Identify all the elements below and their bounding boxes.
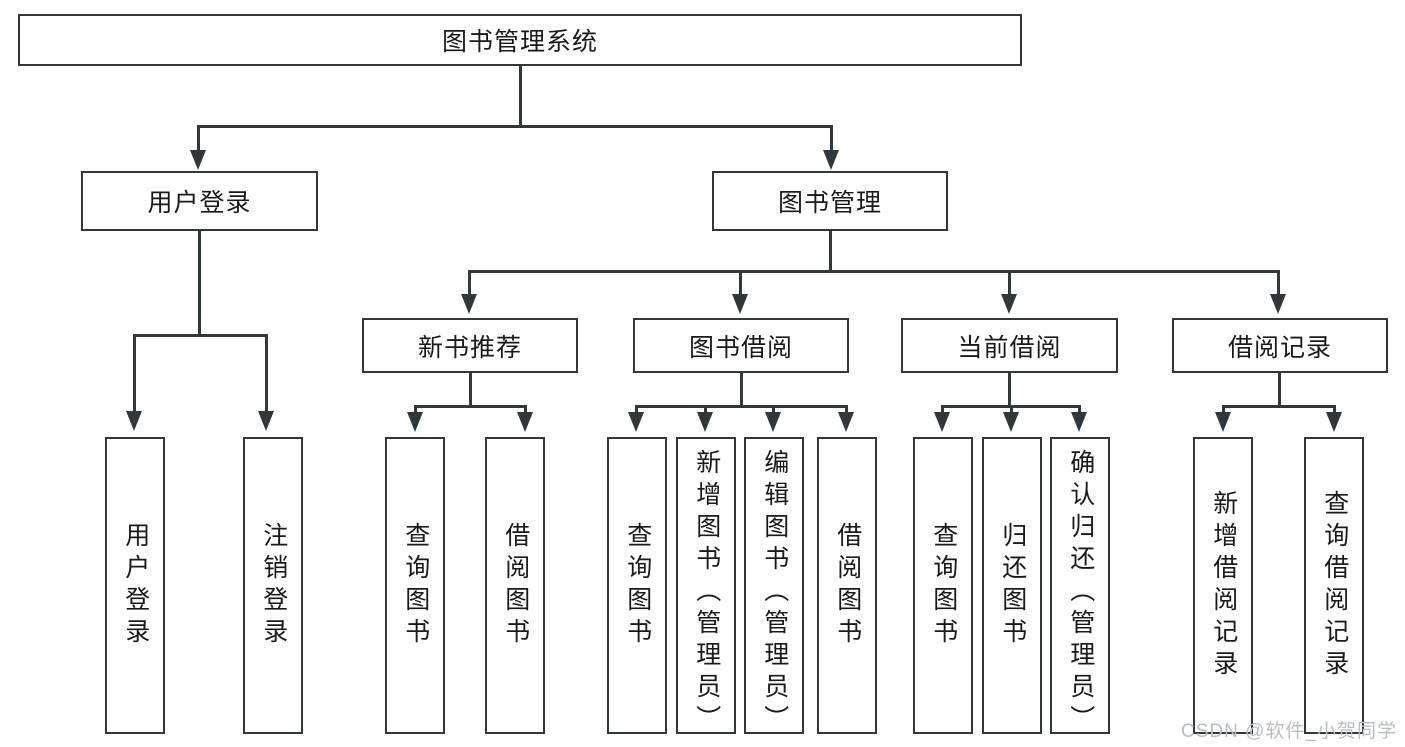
leaf-label: 归还图书 bbox=[998, 521, 1027, 650]
node-root-book-management-system[interactable]: 图书管理系统 bbox=[18, 14, 1022, 66]
leaf-add-borrow-record[interactable]: 新增借阅记录 bbox=[1193, 437, 1253, 734]
edge-current-borrow-stem bbox=[1008, 373, 1011, 407]
edge-new-book-bus bbox=[414, 405, 527, 408]
node-label: 图书管理系统 bbox=[441, 28, 598, 56]
arrow-to-new-book-leaf-2 bbox=[517, 412, 533, 432]
node-user-login[interactable]: 用户登录 bbox=[81, 171, 318, 231]
edge-level1-bus bbox=[197, 125, 833, 128]
node-label: 用户登录 bbox=[147, 189, 252, 217]
arrow-to-current-leaf-1 bbox=[934, 412, 950, 432]
edge-root-stem bbox=[519, 66, 522, 126]
leaf-new-book-borrow[interactable]: 借阅图书 bbox=[485, 437, 545, 734]
edge-drop-leaf-user-login-1 bbox=[133, 334, 136, 412]
arrow-to-record-leaf-2 bbox=[1326, 412, 1342, 432]
leaf-query-borrow-record[interactable]: 查询借阅记录 bbox=[1304, 437, 1364, 734]
edge-drop-book-borrow bbox=[739, 270, 742, 295]
edge-drop-book-manage bbox=[830, 125, 833, 151]
edge-drop-record-leaf-1 bbox=[1222, 405, 1225, 413]
leaf-label: 查询借阅记录 bbox=[1320, 489, 1349, 682]
arrow-to-current-borrow bbox=[1001, 294, 1017, 314]
edge-drop-current-leaf-3 bbox=[1078, 405, 1081, 413]
edge-drop-new-book bbox=[468, 270, 471, 295]
edge-drop-current-leaf-1 bbox=[941, 405, 944, 413]
edge-drop-leaf-user-login-2 bbox=[265, 334, 268, 412]
leaf-borrow-query-book[interactable]: 查询图书 bbox=[607, 437, 667, 734]
leaf-label: 查询图书 bbox=[401, 521, 430, 650]
arrow-to-user-login bbox=[190, 150, 206, 170]
edge-drop-current-leaf-2 bbox=[1010, 405, 1013, 413]
edge-drop-book-borrow-leaf-1 bbox=[635, 405, 638, 413]
edge-drop-record-leaf-2 bbox=[1333, 405, 1336, 413]
edge-borrow-record-stem bbox=[1278, 373, 1281, 407]
arrow-to-new-book-recommend bbox=[461, 294, 477, 314]
node-label: 当前借阅 bbox=[957, 333, 1062, 362]
edge-user-login-bus bbox=[133, 334, 268, 337]
leaf-add-book-admin[interactable]: 新增图书（管理员） bbox=[676, 437, 736, 737]
leaf-label: 新增借阅记录 bbox=[1209, 489, 1238, 682]
leaf-confirm-return-admin[interactable]: 确认归还（管理员） bbox=[1050, 437, 1110, 737]
edge-drop-new-book-leaf-2 bbox=[524, 405, 527, 413]
arrow-to-book-borrow-leaf-2 bbox=[697, 412, 713, 432]
edge-drop-borrow-record bbox=[1277, 270, 1280, 295]
edge-book-borrow-stem bbox=[740, 373, 743, 407]
node-book-borrow[interactable]: 图书借阅 bbox=[633, 318, 849, 373]
leaf-label: 借阅图书 bbox=[501, 521, 530, 650]
arrow-to-book-borrow bbox=[732, 294, 748, 314]
leaf-label: 注销登录 bbox=[259, 521, 288, 650]
arrow-to-book-borrow-leaf-1 bbox=[628, 412, 644, 432]
node-label: 图书借阅 bbox=[688, 333, 793, 362]
edge-book-borrow-bus bbox=[635, 405, 848, 408]
leaf-label: 查询图书 bbox=[929, 521, 958, 650]
leaf-user-login[interactable]: 用户登录 bbox=[105, 437, 165, 734]
node-label: 新书推荐 bbox=[417, 333, 522, 362]
leaf-label: 编辑图书（管理员） bbox=[760, 449, 789, 737]
leaf-label: 查询图书 bbox=[623, 521, 652, 650]
edge-drop-new-book-leaf-1 bbox=[414, 405, 417, 413]
leaf-label: 确认归还（管理员） bbox=[1066, 449, 1095, 737]
arrow-to-book-borrow-leaf-4 bbox=[838, 412, 854, 432]
edge-drop-book-borrow-leaf-2 bbox=[704, 405, 707, 413]
arrow-to-current-leaf-2 bbox=[1003, 412, 1019, 432]
arrow-to-leaf-user-login-1 bbox=[126, 411, 142, 431]
leaf-new-book-query[interactable]: 查询图书 bbox=[385, 437, 445, 734]
node-current-borrow[interactable]: 当前借阅 bbox=[901, 318, 1118, 373]
leaf-label: 用户登录 bbox=[121, 521, 150, 650]
arrow-to-new-book-leaf-1 bbox=[407, 412, 423, 432]
leaf-logout[interactable]: 注销登录 bbox=[243, 437, 303, 734]
node-new-book-recommend[interactable]: 新书推荐 bbox=[362, 318, 578, 373]
arrow-to-leaf-user-login-2 bbox=[258, 411, 274, 431]
node-label: 图书管理 bbox=[777, 189, 882, 217]
leaf-label: 借阅图书 bbox=[833, 521, 862, 650]
arrow-to-record-leaf-1 bbox=[1215, 412, 1231, 432]
edge-book-manage-stem bbox=[829, 231, 832, 272]
edge-drop-book-borrow-leaf-3 bbox=[772, 405, 775, 413]
leaf-edit-book-admin[interactable]: 编辑图书（管理员） bbox=[744, 437, 804, 737]
arrow-to-book-manage bbox=[823, 150, 839, 170]
leaf-return-book[interactable]: 归还图书 bbox=[982, 437, 1042, 734]
leaf-label: 新增图书（管理员） bbox=[692, 449, 721, 737]
edge-level3-bus bbox=[468, 270, 1280, 273]
edge-drop-user-login bbox=[197, 125, 200, 151]
node-label: 借阅记录 bbox=[1227, 333, 1332, 362]
leaf-borrow-book[interactable]: 借阅图书 bbox=[817, 437, 877, 734]
arrow-to-borrow-record bbox=[1270, 294, 1286, 314]
node-book-management[interactable]: 图书管理 bbox=[712, 171, 948, 231]
edge-drop-current-borrow bbox=[1008, 270, 1011, 295]
edge-new-book-stem bbox=[469, 373, 472, 407]
edge-borrow-record-bus bbox=[1222, 405, 1336, 408]
leaf-current-query-book[interactable]: 查询图书 bbox=[913, 437, 973, 734]
arrow-to-current-leaf-3 bbox=[1071, 412, 1087, 432]
edge-drop-book-borrow-leaf-4 bbox=[845, 405, 848, 413]
arrow-to-book-borrow-leaf-3 bbox=[765, 412, 781, 432]
edge-user-login-stem bbox=[198, 231, 201, 336]
node-borrow-record[interactable]: 借阅记录 bbox=[1172, 318, 1388, 373]
